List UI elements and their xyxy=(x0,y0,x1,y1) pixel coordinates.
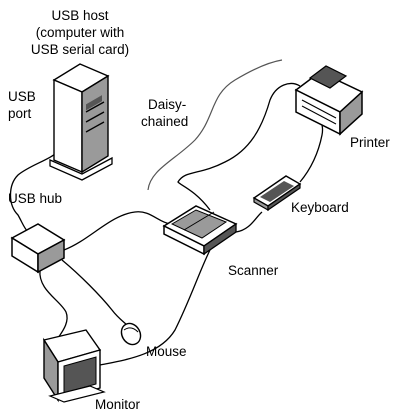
labels: USB host (computer with USB serial card)… xyxy=(8,8,390,412)
mouse-button-line xyxy=(123,327,139,333)
monitor-label: Monitor xyxy=(95,397,141,412)
hub-side xyxy=(37,238,65,274)
daisy-chain-indicator xyxy=(147,59,283,191)
cable-host-to-hub xyxy=(9,149,61,233)
drive-bay xyxy=(86,95,102,111)
usb-host-label-1: USB host xyxy=(51,8,108,23)
printer-slot xyxy=(301,105,337,125)
printer-device xyxy=(294,65,364,136)
scanner-lid-line xyxy=(183,211,215,231)
daisy-chained-label-1: Daisy- xyxy=(148,97,186,112)
scanner-device xyxy=(162,205,238,256)
cable-scanner-to-keyboard xyxy=(235,211,263,233)
tower-front xyxy=(53,78,83,174)
monitor-stand xyxy=(48,385,106,403)
scanner-side xyxy=(203,222,237,256)
keyboard-keys xyxy=(260,181,294,202)
printer-side xyxy=(339,90,363,136)
scanner-glass xyxy=(170,209,228,239)
cable-scanner-to-monitor xyxy=(99,249,211,366)
cable-hub-to-mouse xyxy=(61,259,129,327)
mouse-label: Mouse xyxy=(146,344,187,359)
usb-hub-label: USB hub xyxy=(8,191,62,206)
monitor-screen xyxy=(63,356,97,394)
scanner-label: Scanner xyxy=(228,263,279,278)
mouse-body xyxy=(120,322,142,346)
mouse-device xyxy=(120,322,142,346)
usb-port-label-1: USB xyxy=(8,89,36,104)
usb-host-label-3: USB serial card) xyxy=(31,42,129,57)
daisy-chained-label-2: chained xyxy=(141,114,188,129)
usb-host-computer xyxy=(49,63,113,181)
keyboard-device xyxy=(252,175,302,212)
keyboard-label: Keyboard xyxy=(291,200,349,215)
usb-port-label-2: port xyxy=(8,106,32,121)
printer-slot xyxy=(301,99,337,119)
monitor-device xyxy=(42,329,106,403)
cables xyxy=(9,82,324,366)
keyboard-side xyxy=(267,182,301,212)
drive-slot xyxy=(85,121,105,133)
drive-slot xyxy=(85,101,105,113)
cable-hub-to-scanner xyxy=(63,211,171,251)
cable-hub-to-monitor xyxy=(39,269,68,339)
tower-base xyxy=(49,156,113,181)
cable-scanner-to-printer xyxy=(177,82,301,211)
printer-label: Printer xyxy=(350,135,390,150)
usb-host-label-2: (computer with xyxy=(36,25,125,40)
drive-slot xyxy=(85,111,105,123)
usb-hub-device xyxy=(10,223,66,274)
printer-paper-tray xyxy=(308,65,348,89)
tower-side xyxy=(81,74,109,174)
